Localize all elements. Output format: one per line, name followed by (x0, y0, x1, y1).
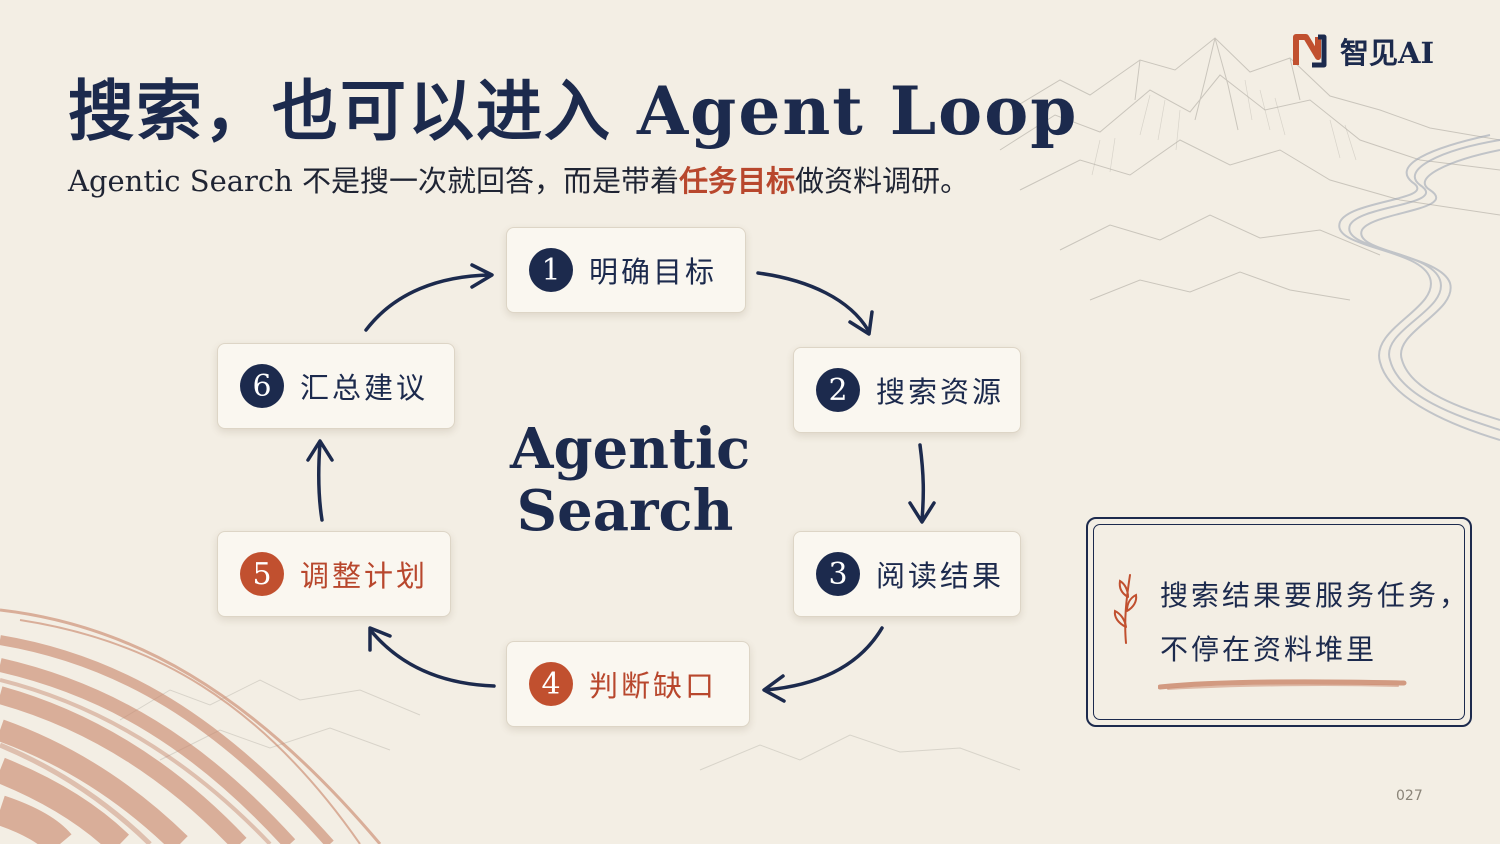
page-title: 搜索，也可以进入 Agent Loop (68, 72, 1079, 150)
subtitle-lead: Agentic Search 不是搜一次就回答，而是带着 (68, 164, 680, 198)
quote-line-2: 不停在资料堆里 (1160, 633, 1378, 666)
arrow-4-to-5 (368, 626, 496, 688)
brush-underline (1158, 679, 1407, 690)
brand: 智见AI (1290, 30, 1434, 72)
step-label: 调整计划 (300, 559, 429, 593)
step-node-6[interactable]: 6 汇总建议 (217, 343, 455, 429)
brand-name: 智见AI (1340, 36, 1435, 70)
step-node-4[interactable]: 4 判断缺口 (506, 641, 750, 727)
step-node-5[interactable]: 5 调整计划 (217, 531, 451, 617)
page-subtitle: Agentic Search 不是搜一次就回答，而是带着任务目标做资料调研。 (68, 158, 969, 200)
step-label: 判断缺口 (589, 669, 718, 703)
step-number-badge: 3 (816, 552, 860, 596)
step-label: 汇总建议 (300, 371, 429, 405)
quote-box-inner-border (1093, 524, 1465, 720)
step-label: 明确目标 (589, 255, 718, 289)
arrow-6-to-1 (364, 263, 494, 332)
step-number-badge: 4 (529, 662, 573, 706)
step-number-badge: 5 (240, 552, 284, 596)
page-number: 027 (1396, 788, 1423, 804)
step-node-3[interactable]: 3 阅读结果 (793, 531, 1021, 617)
step-node-2[interactable]: 2 搜索资源 (793, 347, 1021, 433)
sprig-icon (1113, 574, 1138, 644)
subtitle-tail: 做资料调研。 (795, 164, 970, 198)
center-line-2: Search (516, 478, 734, 544)
quote-line-1: 搜索结果要服务任务， (1160, 579, 1471, 612)
arrow-2-to-3 (908, 443, 936, 524)
step-number-badge: 2 (816, 368, 860, 412)
cycle-center-label: Agentic Search (510, 416, 751, 544)
step-label: 搜索资源 (876, 375, 1005, 409)
arrow-5-to-6 (306, 439, 334, 522)
step-label: 阅读结果 (876, 559, 1005, 593)
brand-n-logo-icon (1293, 34, 1327, 68)
step-number-badge: 1 (529, 248, 573, 292)
step-node-1[interactable]: 1 明确目标 (506, 227, 746, 313)
arrow-3-to-4 (762, 626, 884, 703)
quote-text: 搜索结果要服务任务， 不停在资料堆里 (1160, 569, 1470, 677)
quote-box: 搜索结果要服务任务， 不停在资料堆里 (1086, 517, 1472, 727)
subtitle-highlight: 任务目标 (679, 164, 796, 198)
arrow-1-to-2 (756, 271, 874, 336)
step-number-badge: 6 (240, 364, 284, 408)
center-line-1: Agentic (510, 416, 751, 482)
